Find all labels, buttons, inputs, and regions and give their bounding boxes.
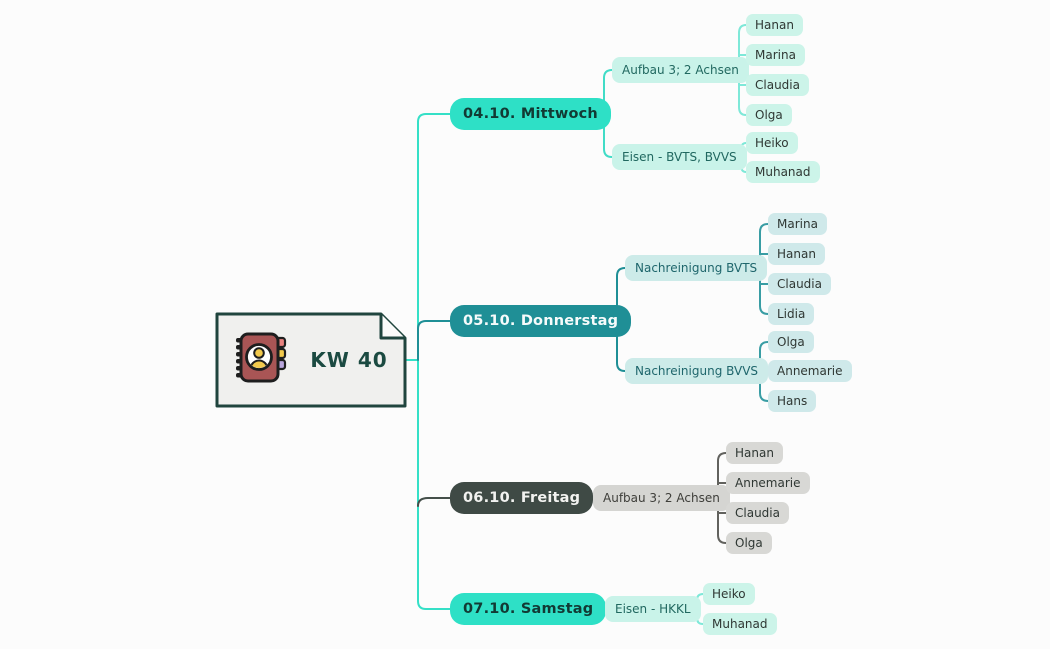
sub-node-aufbau-freitag[interactable]: Aufbau 3; 2 Achsen: [593, 485, 730, 511]
leaf-node-hanan-mi[interactable]: Hanan: [746, 14, 803, 36]
leaf-node-annemarie-fr[interactable]: Annemarie: [726, 472, 810, 494]
sub-node-nachreinigung-bvvs[interactable]: Nachreinigung BVVS: [625, 358, 769, 384]
root-label: KW 40: [310, 348, 388, 372]
root-node[interactable]: KW 40: [215, 312, 407, 408]
branch-node-donnerstag[interactable]: 05.10. Donnerstag: [450, 305, 632, 337]
leaf-node-claudia-mi[interactable]: Claudia: [746, 74, 809, 96]
leaf-node-hanan-fr[interactable]: Hanan: [726, 442, 783, 464]
leaf-node-marina-do[interactable]: Marina: [768, 213, 827, 235]
leaf-node-claudia-do[interactable]: Claudia: [768, 273, 831, 295]
sub-node-eisen-bvts-bvvs[interactable]: Eisen - BVTS, BVVS: [612, 144, 747, 170]
leaf-node-heiko-mi[interactable]: Heiko: [746, 132, 798, 154]
leaf-node-olga-fr[interactable]: Olga: [726, 532, 772, 554]
leaf-node-muhanad-mi[interactable]: Muhanad: [746, 161, 820, 183]
leaf-node-hanan-do[interactable]: Hanan: [768, 243, 825, 265]
branch-node-freitag[interactable]: 06.10. Freitag: [450, 482, 594, 514]
leaf-node-claudia-fr[interactable]: Claudia: [726, 502, 789, 524]
leaf-node-olga-do[interactable]: Olga: [768, 331, 814, 353]
address-book-icon: [234, 332, 290, 388]
leaf-node-annemarie-do[interactable]: Annemarie: [768, 360, 852, 382]
leaf-node-hans-do[interactable]: Hans: [768, 390, 817, 412]
leaf-node-marina-mi[interactable]: Marina: [746, 44, 805, 66]
sub-node-eisen-hkkl[interactable]: Eisen - HKKL: [605, 596, 701, 622]
leaf-node-heiko-sa[interactable]: Heiko: [703, 583, 755, 605]
branch-node-mittwoch[interactable]: 04.10. Mittwoch: [450, 98, 611, 130]
branch-node-samstag[interactable]: 07.10. Samstag: [450, 593, 607, 625]
leaf-node-olga-mi[interactable]: Olga: [746, 104, 792, 126]
sub-node-aufbau-mittwoch[interactable]: Aufbau 3; 2 Achsen: [612, 57, 749, 83]
sub-node-nachreinigung-bvts[interactable]: Nachreinigung BVTS: [625, 255, 768, 281]
leaf-node-muhanad-sa[interactable]: Muhanad: [703, 613, 777, 635]
leaf-node-lidia-do[interactable]: Lidia: [768, 303, 815, 325]
